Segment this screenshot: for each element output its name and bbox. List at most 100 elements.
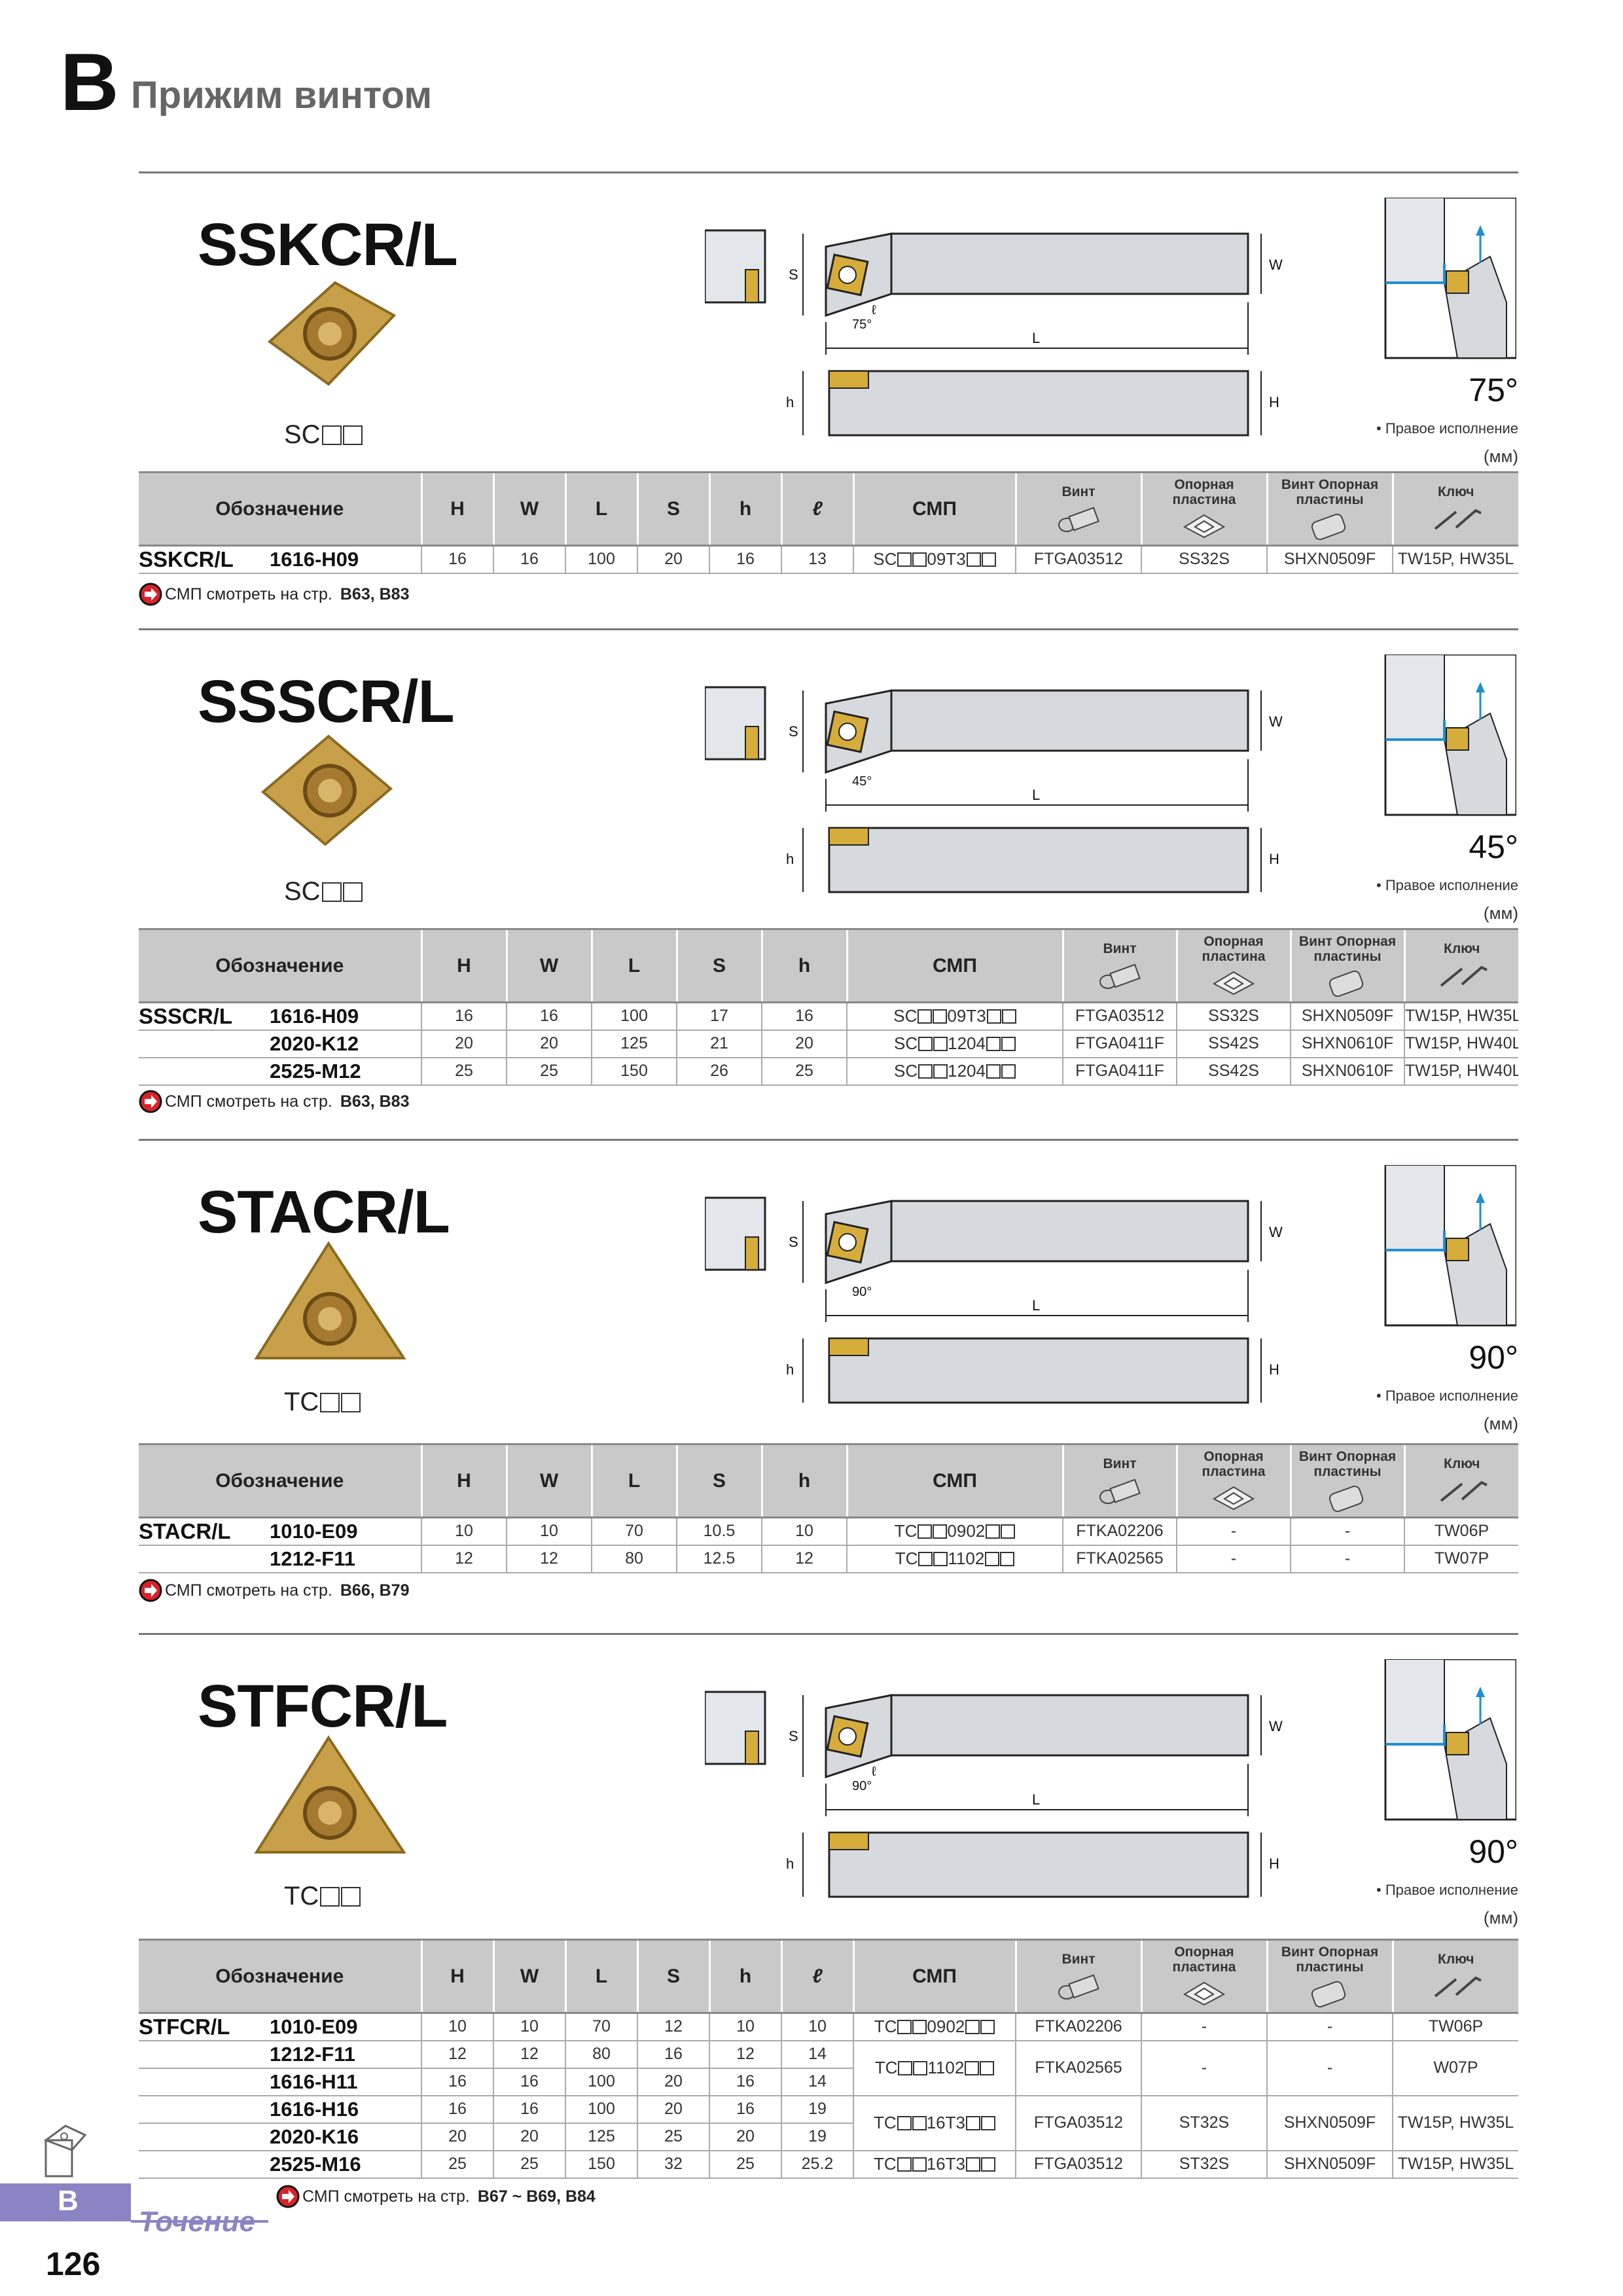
smp-size: 0902 (927, 2017, 965, 2037)
key-label: Ключ (1438, 1952, 1474, 1967)
placeholder-square (980, 2020, 995, 2035)
support-header: Опорная пластина (1175, 928, 1291, 1003)
units-mm: (мм) (1483, 1414, 1518, 1433)
dim-value: 10.5 (676, 1517, 762, 1546)
key-icon (1434, 509, 1482, 530)
row-size: 2020-K16 (270, 2123, 421, 2151)
key-value: TW15P, HW35L (1392, 2150, 1518, 2179)
screw-value: FTGA03512 (1062, 1002, 1177, 1031)
svg-text:L: L (1032, 1791, 1040, 1808)
approach-angle: 90° (1469, 1339, 1518, 1376)
sscrew-label: Винт Опорная пластины (1298, 934, 1397, 964)
arrow-circle-icon (139, 1090, 162, 1113)
screw-label: Винт (1103, 1456, 1137, 1472)
sscrew-icon (1311, 513, 1346, 540)
svg-text:h: h (786, 394, 794, 410)
placeholder-square (981, 552, 996, 567)
section-divider (139, 1633, 1518, 1635)
footer-line (131, 2220, 268, 2223)
placeholder-square (320, 1887, 340, 1907)
placeholder-square (966, 552, 981, 567)
key-label: Ключ (1438, 484, 1474, 500)
section-divider (139, 1139, 1518, 1141)
svg-text:h: h (786, 1856, 794, 1872)
placeholder-square (965, 2157, 980, 2172)
dim-value: 16 (637, 2040, 709, 2069)
placeholder-square (986, 1009, 1001, 1024)
model-title: STFCR/L (198, 1673, 448, 1740)
support-header: Опорная пластина (1140, 1939, 1267, 2014)
placeholder-square (933, 1524, 948, 1539)
row-model (139, 1057, 270, 1086)
svg-text:h: h (786, 1361, 794, 1378)
placeholder-square (933, 1064, 948, 1079)
support-label: Опорная пластина (1202, 934, 1266, 964)
key-label: Ключ (1444, 941, 1480, 957)
dim-value: 17 (676, 1002, 762, 1031)
key-icon (1440, 1480, 1488, 1502)
svg-text:ℓ: ℓ (872, 303, 876, 317)
insert-prefix: TC (284, 1882, 319, 1910)
dim-header: H (420, 1443, 507, 1518)
dim-value: 150 (565, 2150, 637, 2179)
support-value: SS42S (1176, 1030, 1291, 1058)
smp-size: 1102 (948, 1549, 985, 1568)
dim-value: 20 (506, 1030, 592, 1058)
dim-value: 16 (421, 545, 493, 574)
support-screw-value: - (1290, 1517, 1404, 1546)
dim-value: 125 (565, 2123, 637, 2151)
placeholder-square (918, 1009, 933, 1024)
support-value: ST32S (1141, 2150, 1267, 2179)
insert-code: SC (284, 877, 363, 906)
svg-text:W: W (1269, 713, 1283, 730)
key-value: TW06P (1392, 2013, 1518, 2041)
placeholder-square (986, 1064, 1001, 1079)
svg-text:L: L (1032, 330, 1040, 346)
row-model (139, 1030, 270, 1058)
screw-value: FTKA02565 (1015, 2040, 1141, 2096)
support-value: - (1176, 1517, 1291, 1546)
section-letter: B (60, 37, 119, 128)
designation-header: Обозначение (139, 928, 421, 1003)
svg-text:S: S (789, 266, 798, 283)
section-divider (139, 171, 1518, 173)
insert-prefix: SC (284, 420, 321, 449)
smp-prefix: SC (894, 1061, 918, 1081)
dim-header: h (708, 471, 781, 547)
approach-angle: 90° (1469, 1833, 1518, 1870)
reference-pages: B63, B83 (340, 585, 410, 603)
support-header: Опорная пластина (1175, 1443, 1291, 1518)
arrow-circle-icon (139, 583, 162, 606)
row-size: 1616-H09 (270, 1002, 421, 1031)
svg-text:W: W (1269, 1718, 1283, 1734)
support-value: SS32S (1141, 545, 1267, 574)
designation-header: Обозначение (139, 1939, 421, 2014)
row-size: 1010-E09 (270, 1517, 421, 1546)
key-header: Ключ (1403, 1443, 1518, 1518)
screw-header: Винт (1061, 1443, 1177, 1518)
dim-value: 100 (565, 2095, 637, 2124)
smp-prefix: TC (874, 2113, 897, 2132)
support-label: Опорная пластина (1172, 1945, 1236, 1975)
placeholder-square (933, 1552, 948, 1566)
dim-header: W (492, 1939, 565, 2014)
reference-prefix: СМП смотреть на стр. (302, 2187, 470, 2206)
svg-text:H: H (1269, 851, 1279, 867)
placeholder-square (912, 2020, 927, 2035)
smp-header: СМП (846, 1443, 1063, 1518)
insert-prefix: SC (284, 877, 321, 906)
